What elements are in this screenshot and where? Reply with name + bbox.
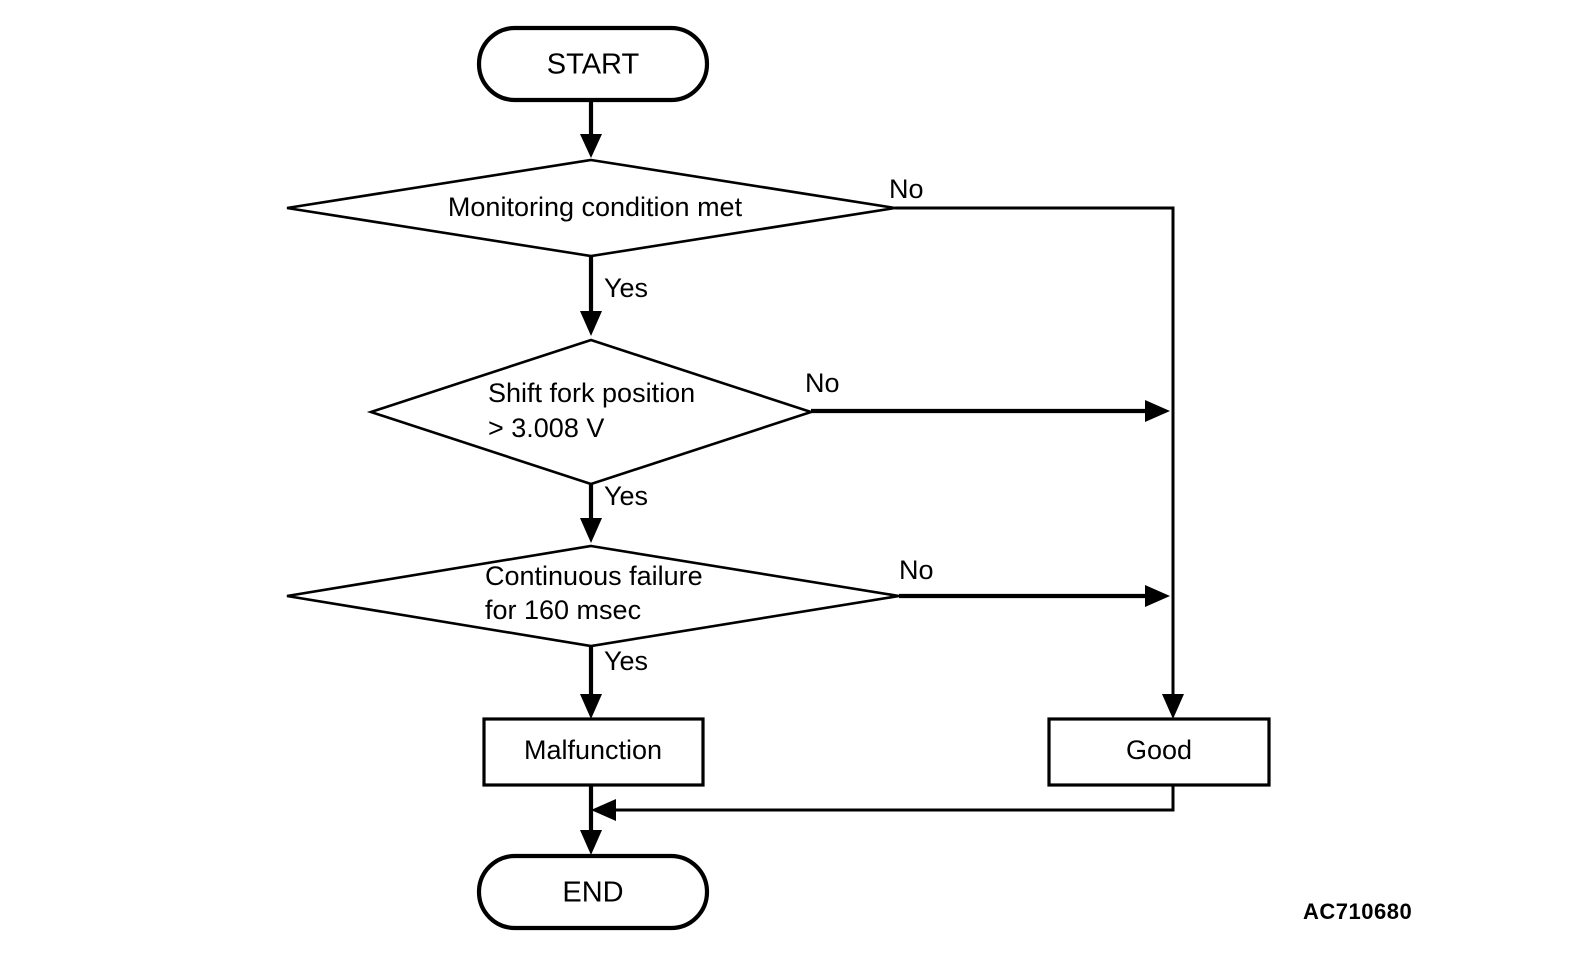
arrow-head-icon xyxy=(580,134,602,158)
arrow-head-icon xyxy=(580,694,602,719)
node-end: END xyxy=(476,853,710,931)
malfunction-box-shape xyxy=(482,717,705,787)
end-terminator-shape xyxy=(476,853,710,931)
arrow-head-icon xyxy=(580,830,602,855)
arrow-head-icon xyxy=(580,518,602,543)
edge-line xyxy=(895,206,1175,700)
start-label: START xyxy=(547,49,640,81)
edge-good-to-end xyxy=(591,785,1175,821)
node-decision-2: Shift fork position > 3.008 V xyxy=(366,338,816,486)
decision-1-label: Monitoring condition met xyxy=(448,192,743,222)
arrow-head-icon xyxy=(580,311,602,336)
node-start: START xyxy=(476,25,710,103)
arrow-head-icon xyxy=(1145,400,1170,422)
edge-label-no-2: No xyxy=(805,368,840,398)
edge-decision1-yes: Yes xyxy=(580,256,648,336)
edge-decision2-yes: Yes xyxy=(580,481,648,543)
edge-decision1-no: No xyxy=(889,174,1184,719)
edge-label-yes-2: Yes xyxy=(604,481,648,511)
good-box-shape xyxy=(1047,717,1271,787)
edge-label-yes-3: Yes xyxy=(604,646,648,676)
arrow-head-icon xyxy=(591,799,616,821)
edge-start-to-decision1 xyxy=(580,100,602,158)
edge-line xyxy=(613,785,1175,812)
decision-3-label-line1: Continuous failure xyxy=(485,561,703,591)
decision-2-shape xyxy=(366,338,816,486)
edge-label-yes-1: Yes xyxy=(604,273,648,303)
arrow-head-icon xyxy=(1162,694,1184,719)
edge-decision3-yes: Yes xyxy=(580,646,648,719)
decision-2-label-line1: Shift fork position xyxy=(488,378,695,408)
good-label: Good xyxy=(1126,735,1192,765)
edge-malfunction-to-end xyxy=(580,785,602,855)
node-good: Good xyxy=(1047,717,1271,787)
node-decision-1: Monitoring condition met xyxy=(286,158,896,258)
edge-decision3-no: No xyxy=(899,555,1170,607)
node-decision-3: Continuous failure for 160 msec xyxy=(286,544,900,648)
edge-decision2-no: No xyxy=(805,368,1170,422)
arrow-head-icon xyxy=(1145,585,1170,607)
edge-label-no-1: No xyxy=(889,174,924,204)
node-malfunction: Malfunction xyxy=(482,717,705,787)
end-label: END xyxy=(562,877,623,909)
decision-3-label-line2: for 160 msec xyxy=(485,595,641,625)
malfunction-label: Malfunction xyxy=(524,735,662,765)
reference-code-label: AC710680 xyxy=(1303,899,1412,924)
decision-2-label-line2: > 3.008 V xyxy=(488,413,604,443)
edge-label-no-3: No xyxy=(899,555,934,585)
